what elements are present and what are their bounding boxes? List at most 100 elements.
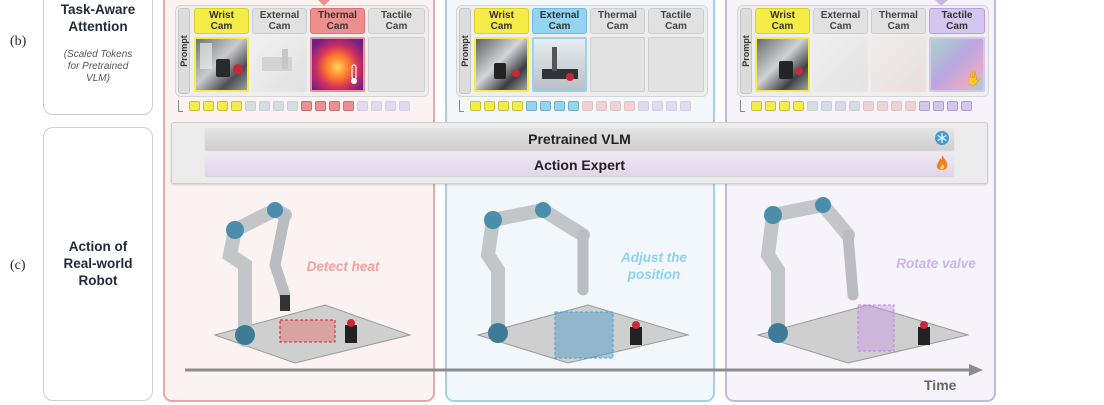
token	[203, 101, 214, 111]
prompt-tag-2: Prompt	[459, 8, 471, 94]
tactile-cam-image-2	[648, 37, 704, 92]
token	[385, 101, 396, 111]
token	[231, 101, 242, 111]
cam-label-tactile-3: Tactile Cam	[929, 8, 985, 34]
token	[596, 101, 607, 111]
cam-label-tactile-1: Tactile Cam	[368, 8, 425, 34]
pretrained-vlm-bar: Pretrained VLM	[205, 128, 954, 150]
robot-scene-1	[213, 202, 412, 364]
token	[189, 101, 200, 111]
prompt-tag-1: Prompt	[178, 8, 190, 94]
prompt-label: Prompt	[460, 35, 470, 67]
row-b-subtitle: (Scaled Tokens for Pretrained VLM)	[63, 49, 133, 84]
cam-label-external-3: External Cam	[813, 8, 868, 34]
token	[399, 101, 410, 111]
wrist-cam-image-2	[474, 37, 529, 92]
token	[329, 101, 340, 111]
token	[947, 101, 958, 111]
token	[343, 101, 354, 111]
token	[638, 101, 649, 111]
panel-arrow-tips	[318, 0, 948, 6]
token	[779, 101, 790, 111]
token	[301, 101, 312, 111]
token	[919, 101, 930, 111]
snowflake-icon	[935, 131, 949, 145]
cam-label-wrist-1: Wrist Cam	[194, 8, 249, 34]
cam-label-wrist-3: Wrist Cam	[755, 8, 810, 34]
cam-label-external-1: External Cam	[252, 8, 307, 34]
wrist-cam-image-1	[194, 37, 249, 92]
token	[512, 101, 523, 111]
token	[849, 101, 860, 111]
token	[961, 101, 972, 111]
token	[891, 101, 902, 111]
token	[582, 101, 593, 111]
token	[835, 101, 846, 111]
row-c-title: Action of Real-world Robot	[63, 239, 133, 288]
token	[526, 101, 537, 111]
token-row-1	[178, 100, 410, 112]
cam-label-tactile-2: Tactile Cam	[648, 8, 704, 34]
thermometer-icon	[351, 64, 357, 84]
tactile-cam-image-3: ✋	[929, 37, 985, 92]
action-expert-bar: Action Expert	[205, 154, 954, 176]
token	[624, 101, 635, 111]
row-b-label-box: Task-Aware Attention (Scaled Tokens for …	[43, 0, 153, 115]
token	[652, 101, 663, 111]
token	[751, 101, 762, 111]
token	[821, 101, 832, 111]
row-b-title: Task-Aware Attention	[60, 2, 136, 34]
cam-label-thermal-2: Thermal Cam	[590, 8, 645, 34]
action-caption-2: Adjust the position	[621, 250, 687, 282]
svg-text:✋: ✋	[965, 70, 982, 86]
token	[357, 101, 368, 111]
external-cam-image-3	[813, 37, 868, 92]
prompt-label: Prompt	[741, 35, 751, 67]
token-bracket	[459, 100, 464, 112]
token	[793, 101, 804, 111]
token	[807, 101, 818, 111]
token	[905, 101, 916, 111]
token	[666, 101, 677, 111]
prompt-tag-3: Prompt	[740, 8, 752, 94]
external-cam-image-2	[532, 37, 587, 92]
time-label: Time	[924, 377, 957, 393]
token	[484, 101, 495, 111]
row-c-label-box: Action of Real-world Robot	[43, 127, 153, 401]
cam-label-thermal-1: Thermal Cam	[310, 8, 365, 34]
token	[245, 101, 256, 111]
token	[315, 101, 326, 111]
token	[287, 101, 298, 111]
token-row-3	[740, 100, 972, 112]
robot-scene-3	[756, 197, 970, 364]
tactile-cam-image-1	[368, 37, 425, 92]
token	[470, 101, 481, 111]
time-arrow	[185, 364, 983, 376]
token	[273, 101, 284, 111]
hand-icon: ✋	[965, 70, 982, 86]
action-caption-1: Detect heat	[306, 259, 380, 274]
token	[217, 101, 228, 111]
prompt-label: Prompt	[179, 35, 189, 67]
arrow-tip-1	[318, 0, 330, 6]
token	[259, 101, 270, 111]
action-caption-3: Rotate valve	[896, 256, 976, 271]
token	[540, 101, 551, 111]
cam-label-thermal-3: Thermal Cam	[871, 8, 926, 34]
token	[680, 101, 691, 111]
arrow-tip-3	[935, 0, 948, 6]
cam-label-external-2: External Cam	[532, 8, 587, 34]
token	[568, 101, 579, 111]
robot-scene-2	[476, 202, 690, 364]
thermal-cam-image-1	[310, 37, 365, 92]
token-bracket	[740, 100, 745, 112]
cam-label-wrist-2: Wrist Cam	[474, 8, 529, 34]
token	[498, 101, 509, 111]
token	[554, 101, 565, 111]
wrist-cam-image-3	[755, 37, 810, 92]
token-bracket	[178, 100, 183, 112]
external-cam-image-1	[252, 37, 307, 92]
token	[610, 101, 621, 111]
row-marker-b: (b)	[10, 34, 27, 49]
thermal-cam-image-3	[871, 37, 926, 92]
